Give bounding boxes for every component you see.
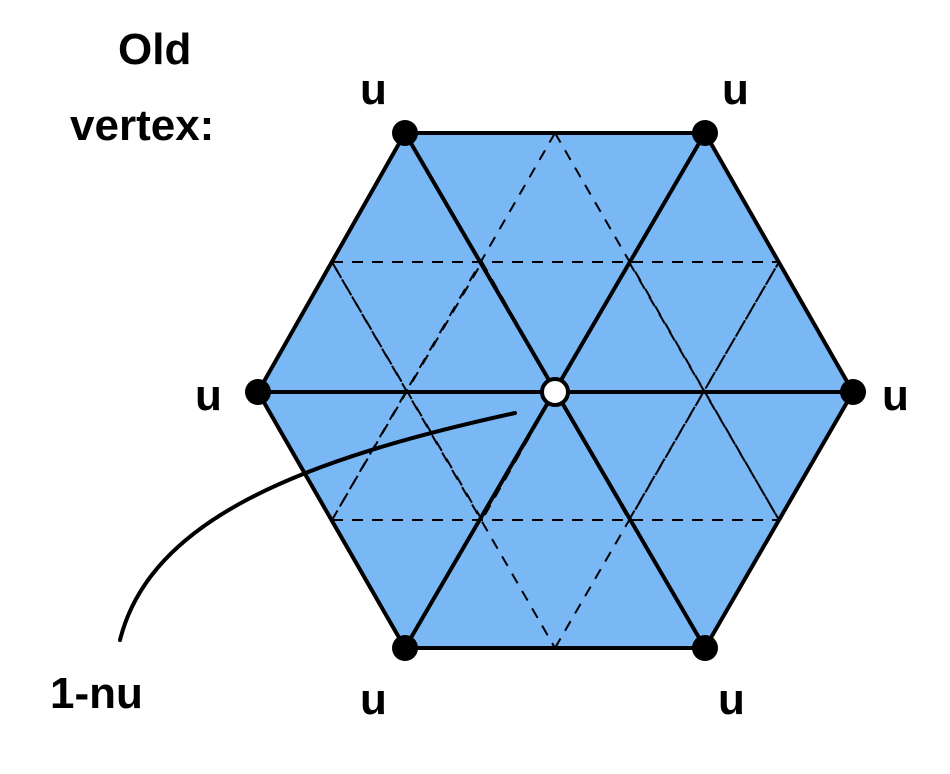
label-bottom-left: u bbox=[360, 675, 387, 724]
leader-line bbox=[118, 411, 517, 642]
center-weight-label: 1-nu bbox=[50, 669, 143, 718]
label-top-left: u bbox=[360, 65, 387, 114]
vertex-top-right bbox=[692, 120, 718, 146]
center-vertex bbox=[540, 377, 570, 407]
vertex-left bbox=[245, 379, 271, 405]
label-left: u bbox=[195, 371, 222, 420]
vertex-right bbox=[840, 379, 866, 405]
title-line-2: vertex: bbox=[70, 101, 214, 150]
label-bottom-right: u bbox=[718, 675, 745, 724]
title-line-1: Old bbox=[118, 25, 191, 74]
label-top-right: u bbox=[722, 65, 749, 114]
label-right: u bbox=[882, 371, 909, 420]
vertex-bottom-left bbox=[392, 635, 418, 661]
vertex-top-left bbox=[392, 120, 418, 146]
vertex-bottom-right bbox=[692, 635, 718, 661]
outer-vertices bbox=[245, 120, 866, 661]
